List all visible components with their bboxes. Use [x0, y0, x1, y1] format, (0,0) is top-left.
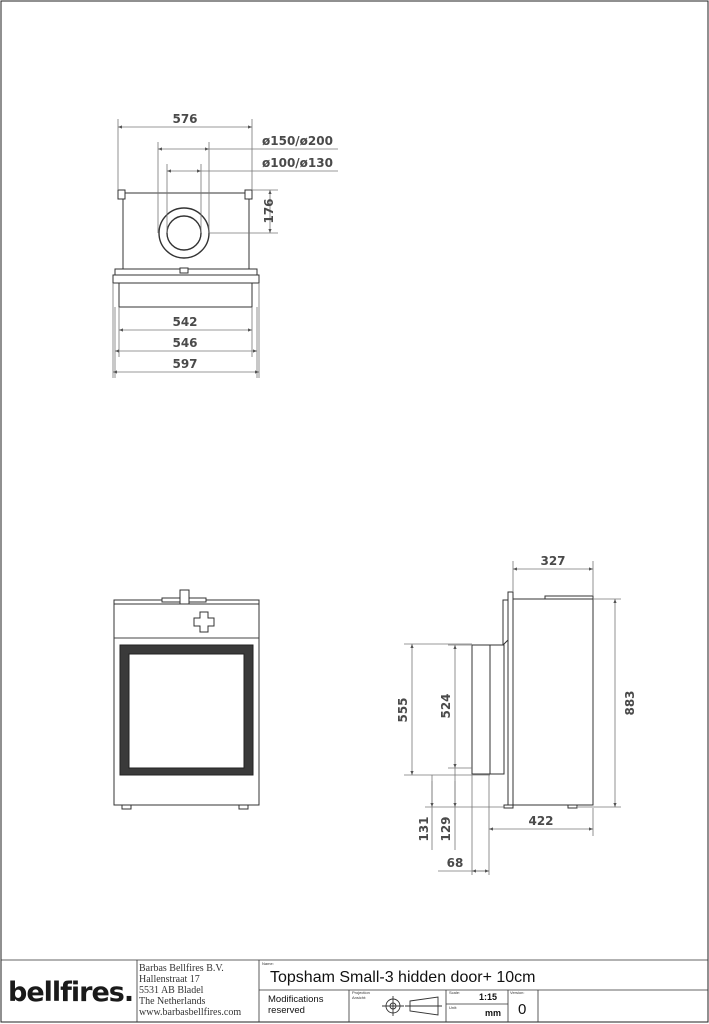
dim-576: 576 — [172, 112, 197, 126]
top-view-dimensions — [112, 119, 338, 378]
side-view-hood — [502, 599, 509, 647]
dim-542: 542 — [172, 315, 197, 329]
product-name: Topsham Small-3 hidden door+ 10cm — [270, 969, 535, 986]
side-view-foot-left — [503, 804, 514, 809]
top-view-door-panel — [118, 282, 253, 308]
title-block — [1, 959, 708, 1022]
top-view-left-lug — [117, 189, 126, 200]
top-view-right-lug — [244, 189, 253, 200]
dim-68: 68 — [447, 856, 464, 870]
front-view — [113, 589, 260, 810]
dim-555: 555 — [396, 697, 410, 722]
top-view-handle — [179, 267, 189, 274]
company-website: www.barbasbellfires.com — [139, 1007, 241, 1018]
dim-524: 524 — [439, 693, 453, 718]
unit-value: mm — [485, 1008, 501, 1018]
front-view-foot-right — [238, 804, 249, 810]
modifications-line1: Modifications — [268, 994, 324, 1005]
top-view-body — [122, 192, 250, 270]
dim-597: 597 — [172, 357, 197, 371]
dim-883: 883 — [623, 690, 637, 715]
top-view-dimension-labels: 576 ø150/ø200 ø100/ø130 176 542 546 597 — [172, 112, 333, 371]
dim-546: 546 — [172, 336, 197, 350]
top-view-frame-edge — [112, 274, 260, 284]
company-country: The Netherlands — [139, 996, 205, 1007]
version-label: Version: — [510, 990, 524, 995]
side-view-foot-right — [567, 804, 578, 809]
top-view — [112, 189, 260, 308]
projection-sub-label: Ansicht: — [352, 995, 366, 1000]
dim-flue-outer: ø150/ø200 — [262, 134, 333, 148]
front-view-glass — [128, 653, 245, 769]
plus-symbol-icon — [193, 611, 215, 633]
modifications-line2: reserved — [268, 1005, 305, 1016]
side-view-body — [511, 598, 594, 806]
version-value: 0 — [518, 1001, 526, 1018]
side-view-dimensions — [404, 561, 621, 875]
company-city: 5531 AB Bladel — [139, 985, 204, 996]
name-label: Name: — [262, 961, 274, 966]
dim-129: 129 — [439, 816, 453, 841]
scale-label: Scale: — [449, 990, 460, 995]
front-view-foot-left — [121, 804, 132, 810]
scale-value: 1:15 — [479, 992, 497, 1002]
projection-symbol-icon — [382, 996, 442, 1016]
side-view-front-panel — [507, 591, 514, 806]
unit-label: Unit: — [449, 1005, 457, 1010]
company-address: Barbas Bellfires B.V. Hallenstraat 17 55… — [139, 963, 241, 1018]
dim-flue-inner: ø100/ø130 — [262, 156, 333, 170]
dim-327: 327 — [540, 554, 565, 568]
dim-131: 131 — [417, 816, 431, 841]
side-view-dimension-labels: 327 883 555 524 131 129 422 68 — [396, 554, 637, 870]
side-view-door-lining — [489, 644, 505, 775]
dim-176: 176 — [262, 198, 276, 223]
projection-label: Projection — [352, 990, 370, 995]
side-view — [471, 591, 594, 809]
company-name: Barbas Bellfires B.V. — [139, 963, 224, 974]
company-street: Hallenstraat 17 — [139, 974, 200, 985]
brand-logo: bellfires. — [8, 977, 133, 1008]
dim-422: 422 — [528, 814, 553, 828]
